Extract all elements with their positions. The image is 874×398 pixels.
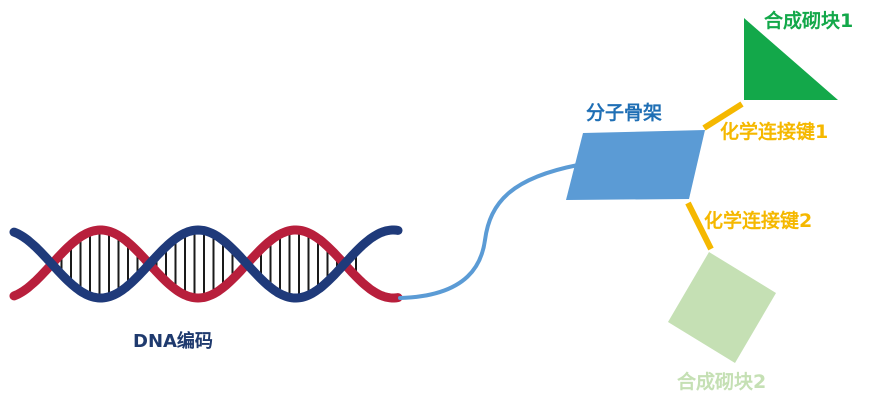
building-block-2-label: 合成砌块2: [677, 371, 767, 393]
dna-tether-linker: [398, 163, 580, 300]
chemical-linker-1-label: 化学连接键1: [720, 121, 829, 143]
chemical-linker-2-label: 化学连接键2: [704, 210, 813, 232]
dna-encoding-label: DNA编码: [133, 331, 213, 352]
molecular-backbone-label: 分子骨架: [586, 102, 663, 124]
chemical-linker-2-bar: [685, 201, 714, 251]
building-block-2-square: [668, 252, 776, 363]
building-block-1-label: 合成砌块1: [764, 10, 854, 32]
building-block-1-triangle: [744, 18, 838, 100]
molecular-backbone-shape: [566, 130, 705, 200]
dna-base-pairs: [60, 233, 357, 295]
dna-strand-blue: [9, 225, 403, 303]
dna-strand-red: [9, 225, 403, 303]
chemical-linker-1-bar: [702, 101, 744, 131]
dna-double-helix: [9, 225, 403, 303]
